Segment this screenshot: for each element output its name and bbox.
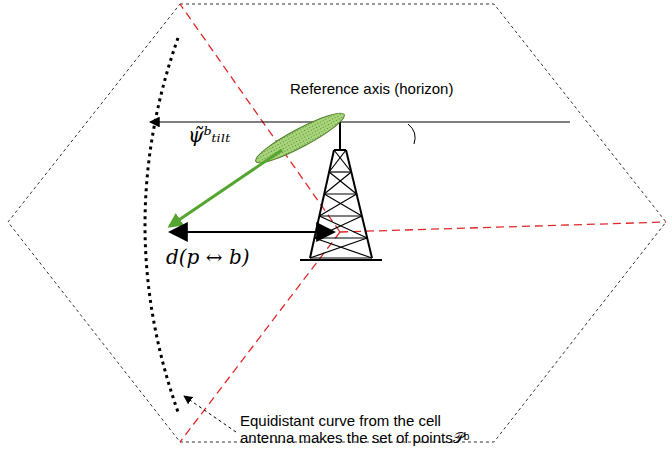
leader-line <box>184 396 236 432</box>
cell-hexagon <box>8 4 666 442</box>
reference-axis <box>150 121 570 122</box>
distance-label: d(p ↔ b) <box>166 246 250 269</box>
tilt-angle-arc <box>408 124 415 144</box>
distance-arrow <box>170 231 334 233</box>
boresight-arrow <box>170 150 282 226</box>
sector-lines <box>180 4 666 442</box>
curve-note: Equidistant curve from the cell antenna … <box>240 412 476 447</box>
axis-label: Reference axis (horizon) <box>290 80 453 97</box>
tilt-angle-label: ψ̃ᵇₜᵢₗₜ <box>188 124 230 147</box>
antenna-tower <box>300 122 382 260</box>
